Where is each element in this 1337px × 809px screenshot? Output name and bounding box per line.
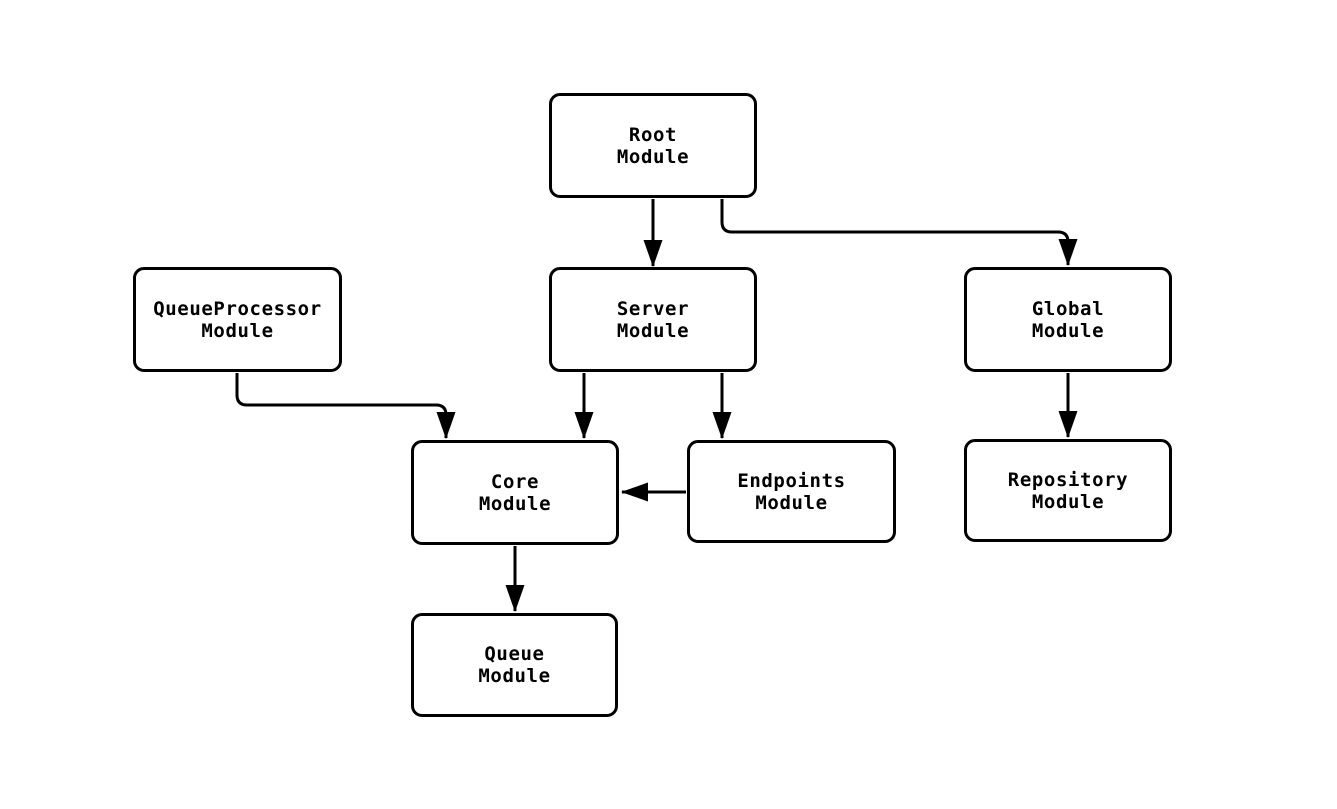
node-global-module-label: Global Module <box>1031 297 1105 342</box>
edge-root-to-global <box>720 199 1078 266</box>
node-global-module: Global Module <box>964 267 1172 372</box>
edge-queueprocessor-to-core <box>235 373 456 439</box>
node-core-module-label: Core Module <box>478 470 552 515</box>
node-server-module-label: Server Module <box>616 297 690 342</box>
node-server-module: Server Module <box>549 267 757 372</box>
node-queueprocessor-module: QueueProcessor Module <box>133 267 342 372</box>
node-repository-module: Repository Module <box>964 439 1172 542</box>
node-core-module: Core Module <box>411 440 619 545</box>
node-endpoints-module: Endpoints Module <box>687 440 896 543</box>
node-queueprocessor-module-label: QueueProcessor Module <box>153 297 322 342</box>
node-queue-module-label: Queue Module <box>478 643 551 687</box>
node-repository-module-label: Repository Module <box>1007 468 1129 513</box>
node-root-module: Root Module <box>549 93 757 198</box>
node-queue-module: Queue Module <box>411 613 618 717</box>
node-endpoints-module-label: Endpoints Module <box>737 469 846 514</box>
node-root-module-label: Root Module <box>616 123 690 168</box>
